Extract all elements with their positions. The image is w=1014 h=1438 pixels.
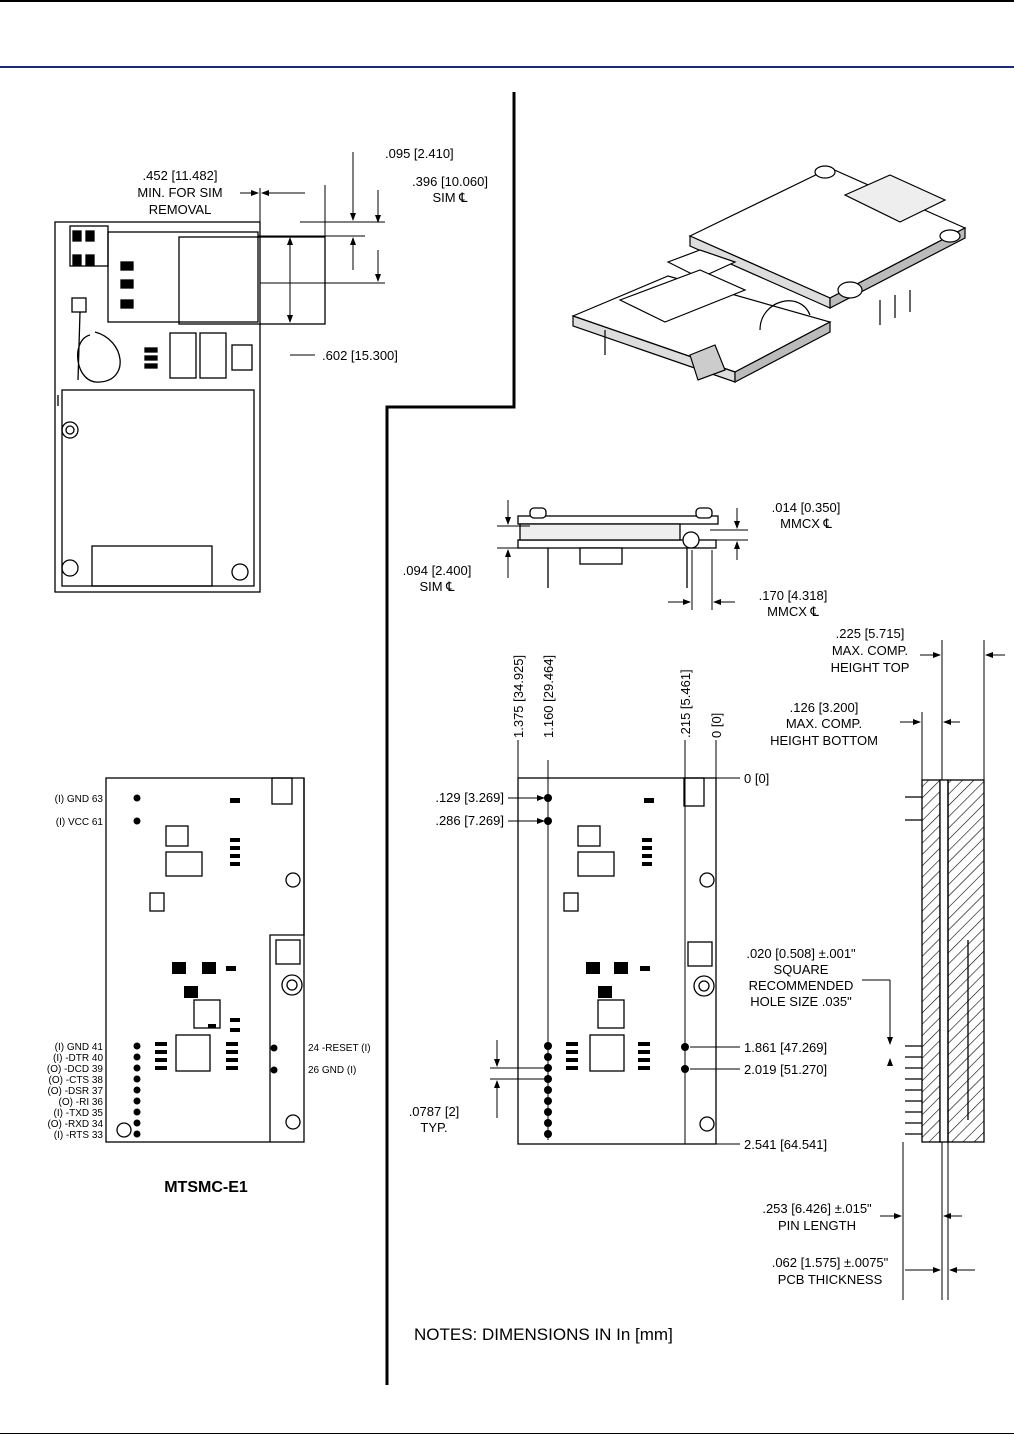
pinout-labels-left: (I) GND 63 (I) VCC 61 (I) GND 41 (I) -DT…: [47, 794, 104, 1141]
pinout-board: [105, 777, 305, 1143]
pin-label: (I) -RTS 33: [54, 1130, 104, 1141]
model-label: MTSMC-E1: [164, 1179, 248, 1196]
bottom-view-pads: [544, 794, 689, 1138]
dim-hole-line4: HOLE SIZE .035": [750, 994, 852, 1009]
top-view: [54, 221, 326, 593]
dim-col-1160: 1.160 [29.464]: [541, 655, 556, 738]
dim-sim-removal-line3: REMOVAL: [149, 202, 212, 217]
bottom-view-dimension-text: 1.375 [34.925] 1.160 [29.464] .215 [5.46…: [409, 655, 856, 1152]
dim-top-height: .225 [5.715]: [836, 626, 905, 641]
dim-pin-length-label: PIN LENGTH: [778, 1218, 856, 1233]
dim-sim-removal-line2: MIN. FOR SIM: [137, 185, 222, 200]
top-view-dimensions: [240, 152, 385, 356]
dim-row-1861: 1.861 [47.269]: [744, 1040, 827, 1055]
dim-094: .094 [2.400]: [403, 563, 472, 578]
pin-label: (I) GND 63: [55, 794, 104, 805]
dim-014: .014 [0.350]: [772, 500, 841, 515]
dim-bottom-height: .126 [3.200]: [790, 700, 859, 715]
dim-095: .095 [2.410]: [385, 146, 454, 161]
header-top-rule: [0, 0, 1014, 2]
pin-label: 24 -RESET (I): [308, 1043, 371, 1054]
dim-hole-line3: RECOMMENDED: [749, 978, 854, 993]
dim-top-height-line2: MAX. COMP.: [832, 643, 908, 658]
dim-170: .170 [4.318]: [759, 588, 828, 603]
pinout-pads: [133, 794, 278, 1138]
pin-label: 26 GND (I): [308, 1065, 356, 1076]
footer-rule: [0, 1433, 1014, 1434]
dim-bottom-height-line3: HEIGHT BOTTOM: [770, 733, 878, 748]
dim-396-label: SIM ℄: [432, 190, 468, 205]
dim-row-129: .129 [3.269]: [435, 790, 504, 805]
dim-602: .602 [15.300]: [322, 348, 398, 363]
dim-row-2541: 2.541 [64.541]: [744, 1137, 827, 1152]
pin-label: (I) VCC 61: [56, 817, 104, 828]
dim-sim-removal: .452 [11.482]: [143, 168, 218, 183]
dim-pin-length: .253 [6.426] ±.015": [762, 1201, 872, 1216]
dim-hole: .020 [0.508] ±.001": [746, 946, 856, 961]
pin-label: (I) -TXD 35: [54, 1108, 104, 1119]
dim-pitch: .0787 [2]: [409, 1104, 460, 1119]
pin-label: (O) -RXD 34: [47, 1119, 103, 1130]
dim-col-0: 0 [0]: [709, 713, 724, 738]
dim-396: .396 [10.060]: [412, 174, 488, 189]
pin-label: (I) -DTR 40: [53, 1053, 103, 1064]
dim-bottom-height-line2: MAX. COMP.: [786, 716, 862, 731]
dim-hole-line2: SQUARE: [774, 962, 829, 977]
dim-094-label: SIM ℄: [419, 579, 455, 594]
dim-pitch-typ: TYP.: [420, 1120, 447, 1135]
edge-view-dimension-text: .225 [5.715] MAX. COMP. HEIGHT TOP .126 …: [762, 626, 909, 1287]
dim-170-label: MMCX ℄: [767, 604, 819, 619]
dim-col-1375: 1.375 [34.925]: [511, 655, 526, 738]
dim-014-label: MMCX ℄: [780, 516, 832, 531]
edge-view-dimension-lines: [880, 640, 1005, 1300]
section-divider: [385, 92, 516, 1385]
dim-row-0: 0 [0]: [744, 771, 769, 786]
header-rule: [0, 66, 1014, 68]
pin-label: (O) -CTS 38: [49, 1075, 104, 1086]
edge-view: [905, 779, 985, 1143]
dim-pcb-thickness: .062 [1.575] ±.0075": [772, 1255, 889, 1270]
bottom-view-dimension-lines: [490, 740, 891, 1145]
pin-label: (I) GND 41: [55, 1042, 104, 1053]
isometric-view: [571, 165, 967, 383]
dim-pcb-thickness-label: PCB THICKNESS: [778, 1272, 883, 1287]
dim-row-286: .286 [7.269]: [435, 813, 504, 828]
dim-col-215: .215 [5.461]: [678, 669, 693, 738]
pin-label: (O) -RI 36: [59, 1097, 104, 1108]
pin-label: (O) -DSR 37: [47, 1086, 103, 1097]
side-view-dimensions: [497, 500, 748, 610]
notes: NOTES: DIMENSIONS IN In [mm]: [414, 1325, 673, 1344]
dim-top-height-line3: HEIGHT TOP: [831, 660, 910, 675]
pinout-labels-right: 24 -RESET (I) 26 GND (I): [308, 1043, 371, 1076]
dim-row-2019: 2.019 [51.270]: [744, 1062, 827, 1077]
pin-label: (O) -DCD 39: [47, 1064, 104, 1075]
side-view: [517, 507, 719, 588]
